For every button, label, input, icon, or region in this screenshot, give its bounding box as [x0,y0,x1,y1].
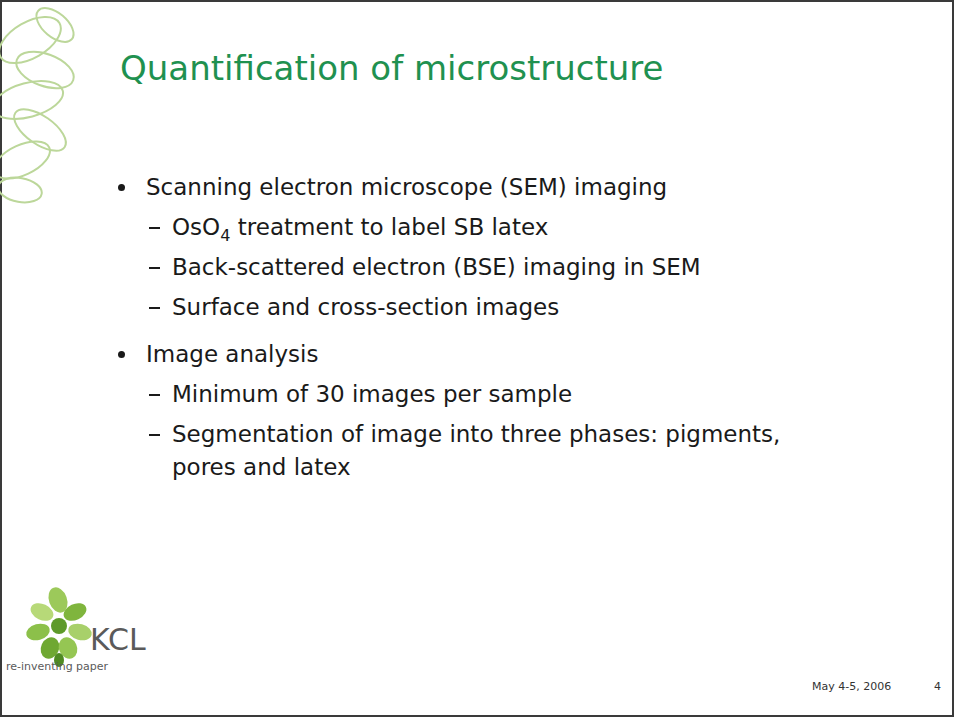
dash-marker [149,394,160,396]
slide-number: 4 [934,680,941,693]
sub-bullet-text: Minimum of 30 images per sample [172,378,572,411]
sub-bullet-text: Back-scattered electron (BSE) imaging in… [172,251,701,284]
slide-date: May 4-5, 2006 [812,680,891,693]
sub-bullet-text: Segmentation of image into three phases:… [172,418,812,484]
swirl-ornament [0,2,80,206]
sub-bullet-text: Surface and cross-section images [172,291,559,324]
bullet-dot [118,184,125,191]
bullet-text: Image analysis [146,338,318,371]
kcl-logo-flower [24,585,93,667]
logo-text: KCL [90,622,146,657]
bullet-dot [118,351,125,358]
slide-title: Quantification of microstructure [120,48,664,88]
sub-bullet-text: OsO4 treatment to label SB latex [172,211,548,252]
bullet-text: Scanning electron microscope (SEM) imagi… [146,171,667,204]
logo-tagline: re-inventing paper [6,660,108,673]
dash-marker [149,267,160,269]
dash-marker [149,434,160,436]
dash-marker [149,227,160,229]
dash-marker [149,307,160,309]
